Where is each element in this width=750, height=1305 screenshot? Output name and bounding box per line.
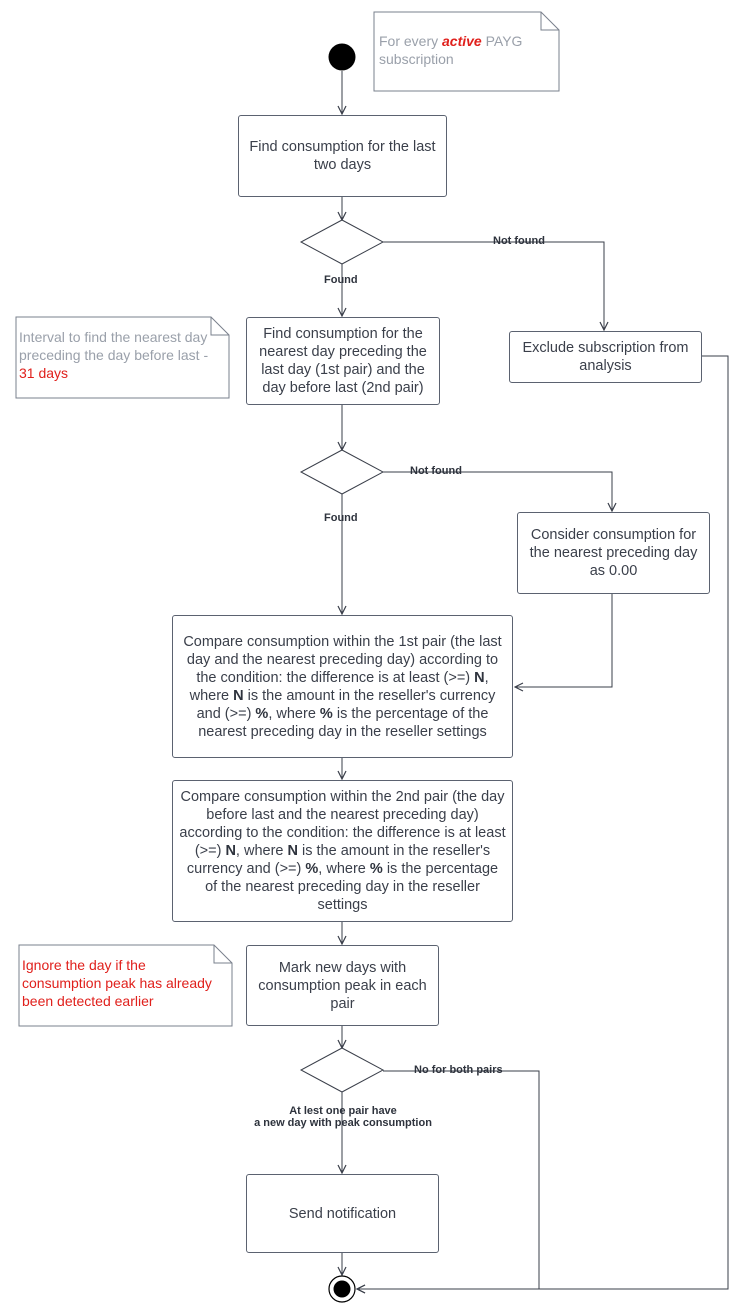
decision-diamond-1 [299,219,385,265]
note-shape-start [373,11,560,92]
compare2-n-1: N [225,843,236,859]
decision3-yes-line2: a new day with peak consumption [254,1117,432,1129]
compare2-text: Compare consumption within the 2nd pair … [179,788,506,914]
edge-consider-to-compare1 [515,594,613,687]
compare1-part2: , where [189,669,489,704]
compare2-part3: is the amount in the reseller's currency… [186,843,491,877]
box-exclude: Exclude subscription from analysis [509,331,702,383]
compare2-pct-2: % [369,861,383,877]
edge-decision1-not-found [383,241,604,330]
ignore-note-text: Ignore the day if the consumption peak h… [22,957,212,1009]
interval-note: Interval to find the nearest day precedi… [16,322,224,388]
box-mark-peaks-text: Mark new days with consumption peak in e… [258,959,427,1012]
box-compare-first-pair: Compare consumption within the 1st pair … [172,615,513,758]
decision2-not-found-label: Not found [410,465,462,477]
compare2-part5: is the percentage of the nearest precedi… [205,861,499,913]
box-find-two-days: Find consumption for the last two days [238,115,447,197]
compare1-part1: Compare consumption within the 1st pair … [183,633,502,686]
decision1-found-label: Found [324,274,358,286]
decision3-no-label: No for both pairs [414,1064,503,1076]
decision1-not-found-label: Not found [493,235,545,247]
decision3-yes-line1: At lest one pair have [289,1105,397,1117]
compare2-part2: , where [235,843,288,859]
box-consider-text: Consider consumption for the nearest pre… [529,527,698,579]
box-consider: Consider consumption for the nearest pre… [517,512,710,594]
start-note-prefix: For every [379,33,443,49]
compare1-part3: is the amount in the reseller's currency… [196,687,496,722]
end-node-core [333,1280,351,1298]
start-note: For every active PAYG subscription [376,26,556,74]
interval-note-text: Interval to find the nearest day precedi… [19,329,209,363]
box-send-notification: Send notification [246,1174,439,1253]
decision3-yes-label: At lest one pair have a new day with pea… [232,1105,454,1129]
compare2-pct-1: % [305,861,319,877]
compare1-part5: is the percentage of the nearest precedi… [198,705,489,740]
box-find-nearest: Find consumption for the nearest day pre… [246,317,440,405]
box-mark-peaks: Mark new days with consumption peak in e… [246,945,439,1026]
box-exclude-text: Exclude subscription from analysis [522,340,689,374]
compare2-part1: Compare consumption within the 2nd pair … [179,789,506,859]
start-note-active: active [442,33,482,49]
decision-diamond-2 [299,449,385,495]
decision2-found-label: Found [324,512,358,524]
interval-note-value: 31 days [19,365,69,381]
note-shape-interval [15,316,230,399]
note-shape-ignore [18,944,233,1027]
box-find-two-days-text: Find consumption for the last two days [249,139,436,173]
decision-diamond-3 [299,1047,385,1093]
start-note-suffix: PAYG subscription [379,33,523,67]
compare1-part4: , where [268,705,320,722]
compare1-pct-1: % [255,705,269,722]
compare1-pct-2: % [319,705,333,722]
compare1-n-2: N [233,687,244,704]
box-find-nearest-text: Find consumption for the nearest day pre… [259,326,427,396]
compare1-n-1: N [474,669,485,686]
box-compare-second-pair: Compare consumption within the 2nd pair … [172,780,513,922]
edge-decision2-not-found [383,471,612,511]
compare1-text: Compare consumption within the 1st pair … [179,633,506,741]
ignore-note: Ignore the day if the consumption peak h… [19,950,229,1016]
box-send-notification-text: Send notification [288,1205,397,1222]
start-node [328,43,356,71]
edge-exclude-to-end [357,355,729,1289]
compare2-part4: , where [318,861,370,877]
compare2-n-2: N [287,843,298,859]
